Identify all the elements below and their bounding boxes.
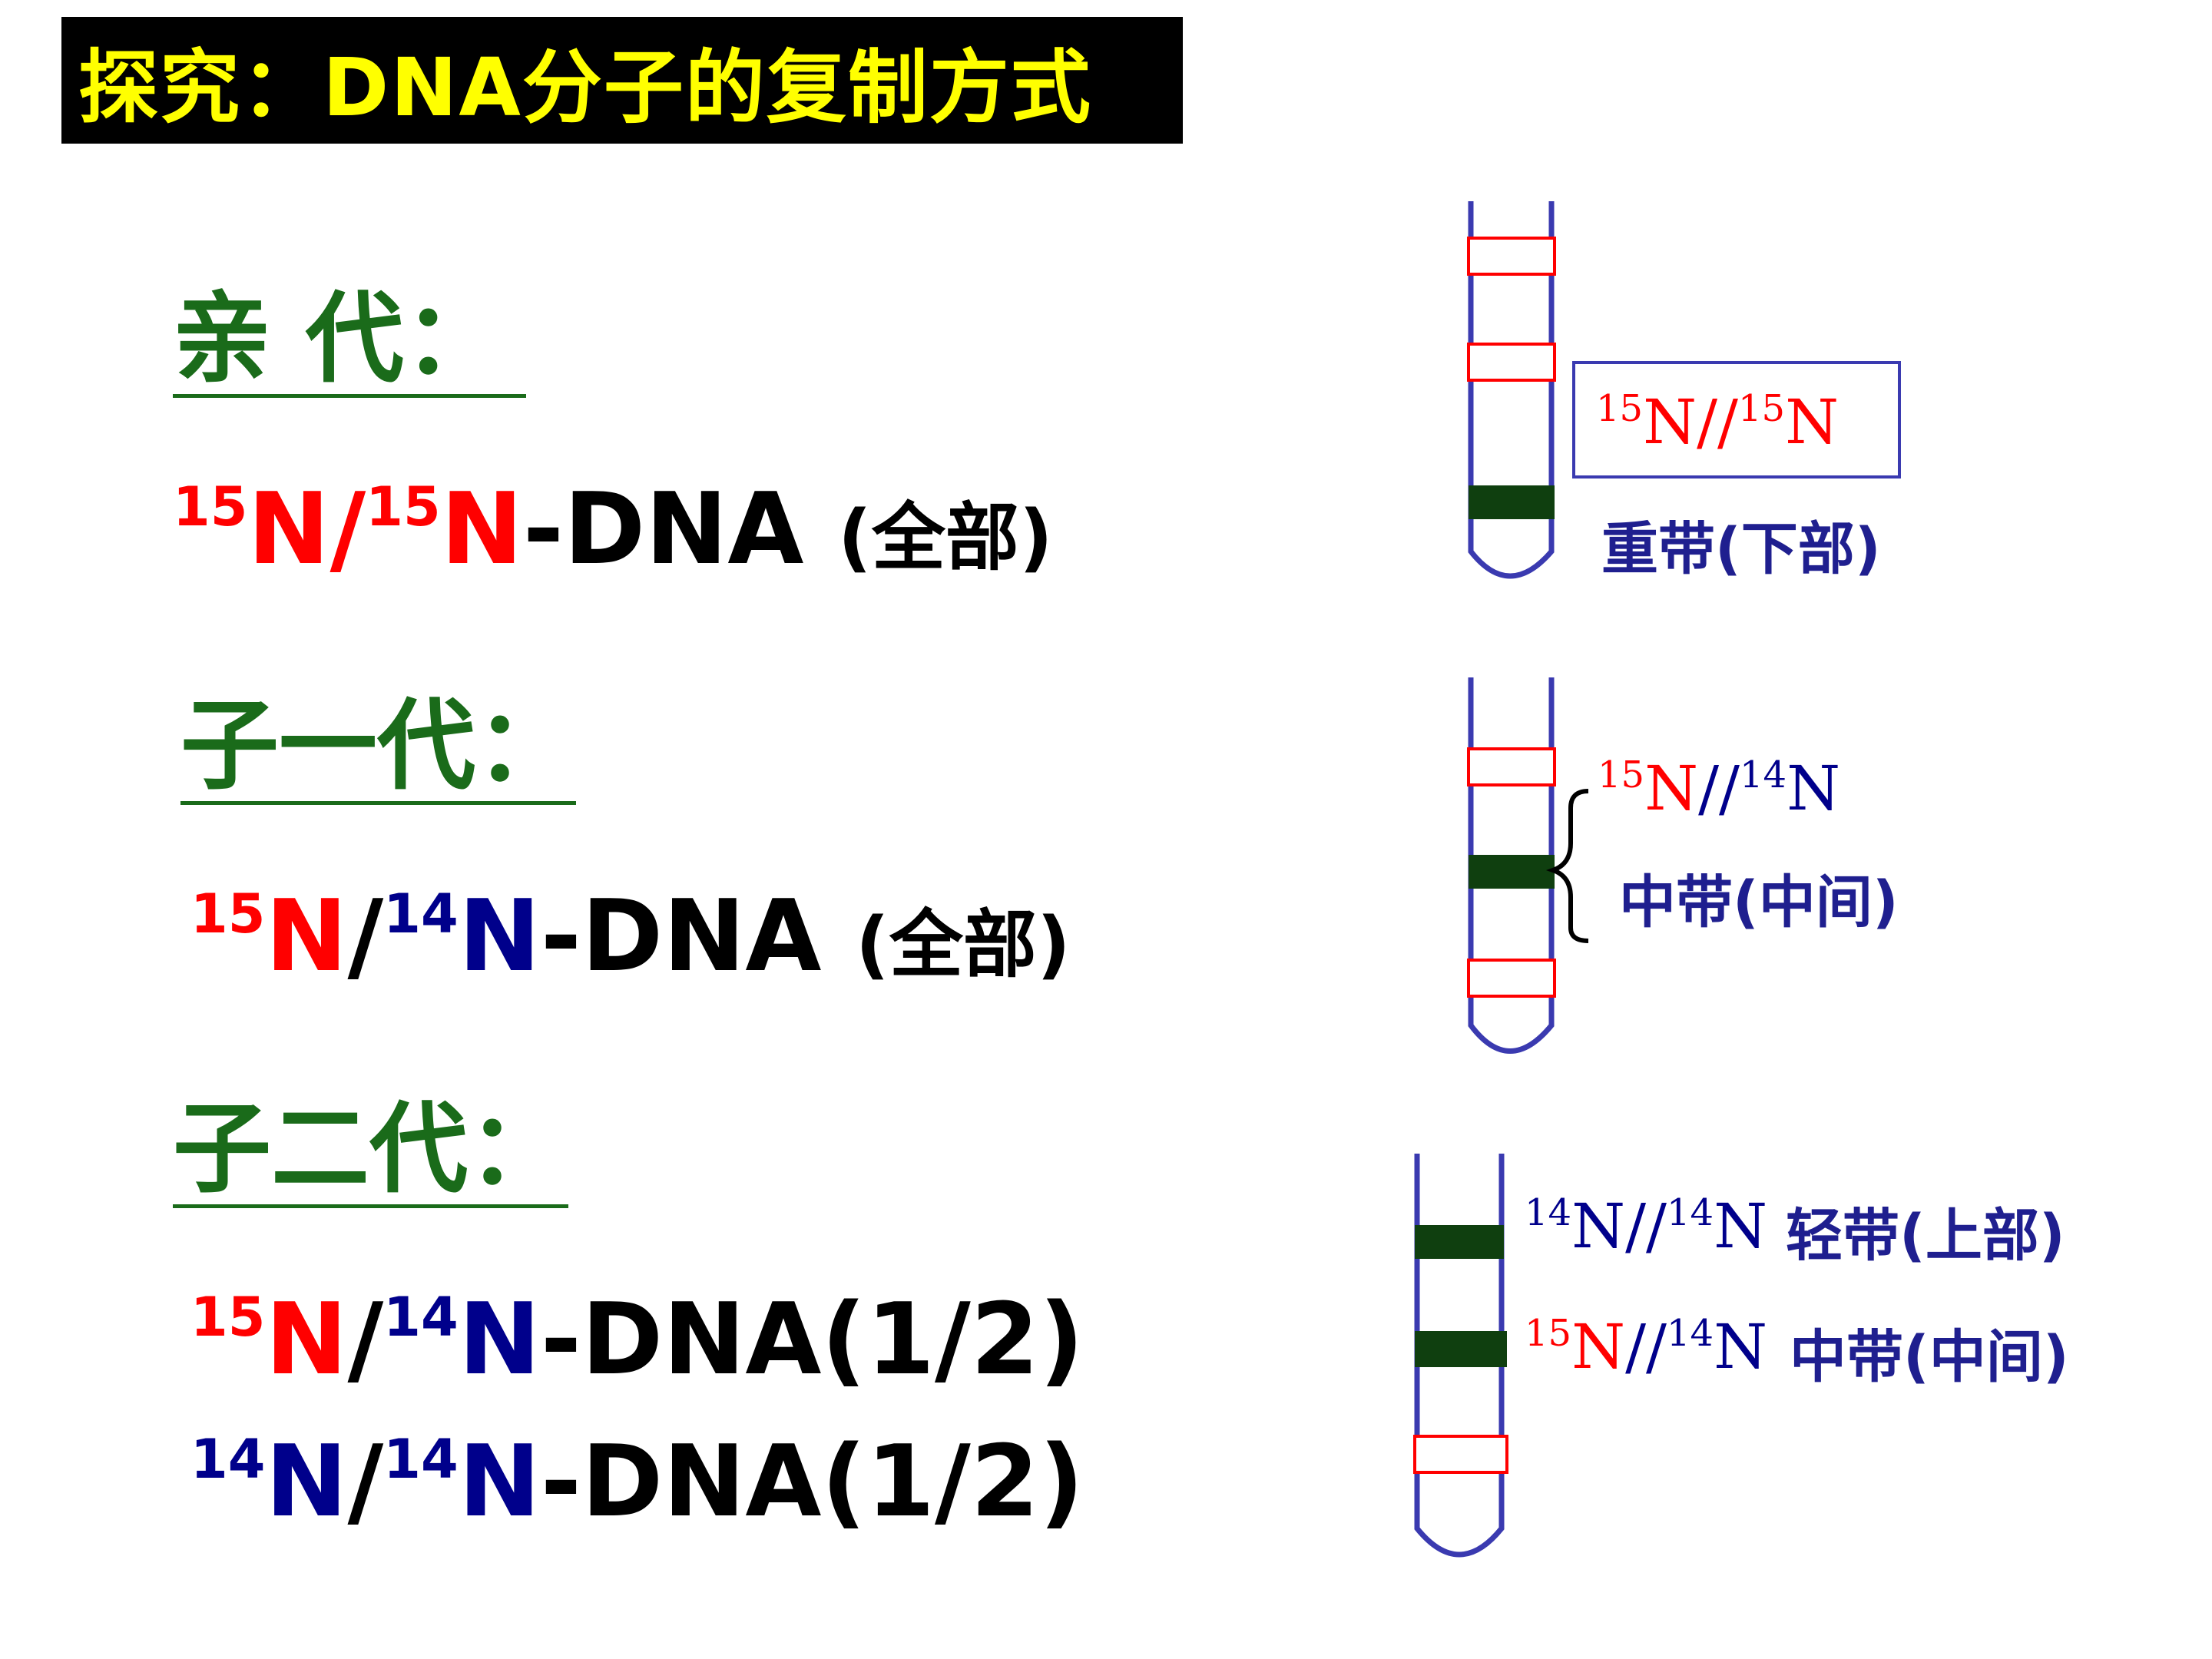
nitrogen-symbol: N [1643, 386, 1697, 458]
nitrogen-symbol: N [458, 879, 541, 994]
dna-suffix: -DNA [522, 472, 804, 587]
dna-band-heavy [1469, 485, 1555, 519]
proportion-note: (1/2) [821, 1425, 1084, 1539]
dna-line-first: 15N/14N-DNA (全部) [190, 887, 1071, 986]
dna-band-light [1415, 1225, 1504, 1259]
isotope-mass: 15 [1598, 753, 1645, 796]
dna-band-middle [1469, 855, 1555, 889]
band-label-heavy: 重带(下部) [1601, 516, 1881, 582]
empty-band-marker [1413, 1435, 1508, 1474]
nitrogen-symbol: N [1644, 752, 1699, 824]
proportion-note: (全部) [837, 495, 1053, 581]
tube-outline [1468, 201, 1555, 579]
nitrogen-symbol: N [1571, 1310, 1626, 1382]
centrifuge-tube-parent [1467, 201, 1556, 579]
generation-label-first: 子一代： [180, 691, 576, 806]
dna-line-second-a: 15N/14N-DNA(1/2) [190, 1290, 1084, 1389]
isotope-mass: 14 [1666, 1312, 1714, 1355]
dna-suffix: -DNA [540, 1425, 822, 1539]
nitrogen-symbol: N [458, 1425, 541, 1539]
strand-separator: / [347, 1425, 384, 1539]
isotope-mass: 14 [383, 1428, 459, 1491]
strand-pair-label-second-a: 14N//14N [1525, 1194, 1767, 1257]
title-banner: 探究：DNA分子的复制方式 [61, 17, 1183, 144]
proportion-note: (1/2) [821, 1283, 1084, 1397]
isotope-mass: 14 [383, 1286, 459, 1349]
dna-line-second-b: 14N/14N-DNA(1/2) [190, 1432, 1084, 1532]
strand-pair-label-parent: 15N//15N [1596, 390, 1839, 453]
generation-label-parent: 亲 代： [173, 284, 526, 399]
strand-separator: // [1697, 386, 1738, 458]
strand-separator: / [347, 1283, 384, 1397]
centrifuge-tube-second [1413, 1154, 1508, 1558]
empty-band-marker [1467, 343, 1556, 382]
empty-band-marker [1467, 959, 1556, 998]
nitrogen-symbol: N [247, 472, 330, 587]
nitrogen-symbol: N [440, 472, 523, 587]
nitrogen-symbol: N [1785, 386, 1839, 458]
band-label-middle: 中带(中间) [1619, 869, 1899, 935]
isotope-mass: 15 [190, 882, 266, 945]
dna-band-middle [1415, 1331, 1507, 1367]
isotope-mass: 15 [190, 1286, 266, 1349]
isotope-mass: 14 [1739, 753, 1787, 796]
isotope-mass: 14 [190, 1428, 266, 1491]
nitrogen-symbol: N [1786, 752, 1841, 824]
strand-separator: // [1625, 1310, 1667, 1382]
strand-separator: // [1698, 752, 1740, 824]
nitrogen-symbol: N [265, 1283, 348, 1397]
isotope-mass: 15 [1525, 1312, 1572, 1355]
strand-separator: // [1625, 1190, 1667, 1262]
strand-separator: / [347, 879, 384, 994]
empty-band-marker [1467, 747, 1556, 786]
dna-suffix: -DNA [540, 1283, 822, 1397]
curly-brace-icon [1545, 789, 1589, 943]
nitrogen-symbol: N [265, 1425, 348, 1539]
isotope-mass: 15 [173, 475, 248, 538]
isotope-mass: 15 [1737, 387, 1786, 430]
isotope-mass: 15 [1596, 387, 1644, 430]
tube-outline [1414, 1154, 1505, 1558]
nitrogen-symbol: N [265, 879, 348, 994]
generation-label-second: 子二代： [173, 1094, 568, 1209]
isotope-mass: 14 [1666, 1191, 1714, 1234]
strand-separator: / [329, 472, 366, 587]
nitrogen-symbol: N [1571, 1190, 1626, 1262]
nitrogen-symbol: N [1714, 1190, 1768, 1262]
isotope-mass: 15 [366, 475, 441, 538]
nitrogen-symbol: N [458, 1283, 541, 1397]
dna-suffix: -DNA [540, 879, 822, 994]
nitrogen-symbol: N [1714, 1310, 1768, 1382]
page-title: 探究：DNA分子的复制方式 [78, 41, 1092, 134]
empty-band-marker [1467, 237, 1556, 276]
band-label-middle-second: 中带(中间) [1790, 1324, 2069, 1390]
band-label-light: 轻带(上部) [1786, 1203, 2065, 1269]
dna-line-parent: 15N/15N-DNA (全部) [173, 480, 1053, 579]
centrifuge-tube-first [1467, 677, 1589, 1054]
strand-pair-label-first: 15N//14N [1598, 757, 1840, 820]
isotope-mass: 14 [383, 882, 459, 945]
strand-pair-label-second-b: 15N//14N [1525, 1315, 1767, 1378]
tube-outline [1468, 677, 1555, 1054]
proportion-note: (全部) [855, 902, 1071, 988]
label-box [1572, 361, 1901, 478]
isotope-mass: 14 [1525, 1191, 1572, 1234]
